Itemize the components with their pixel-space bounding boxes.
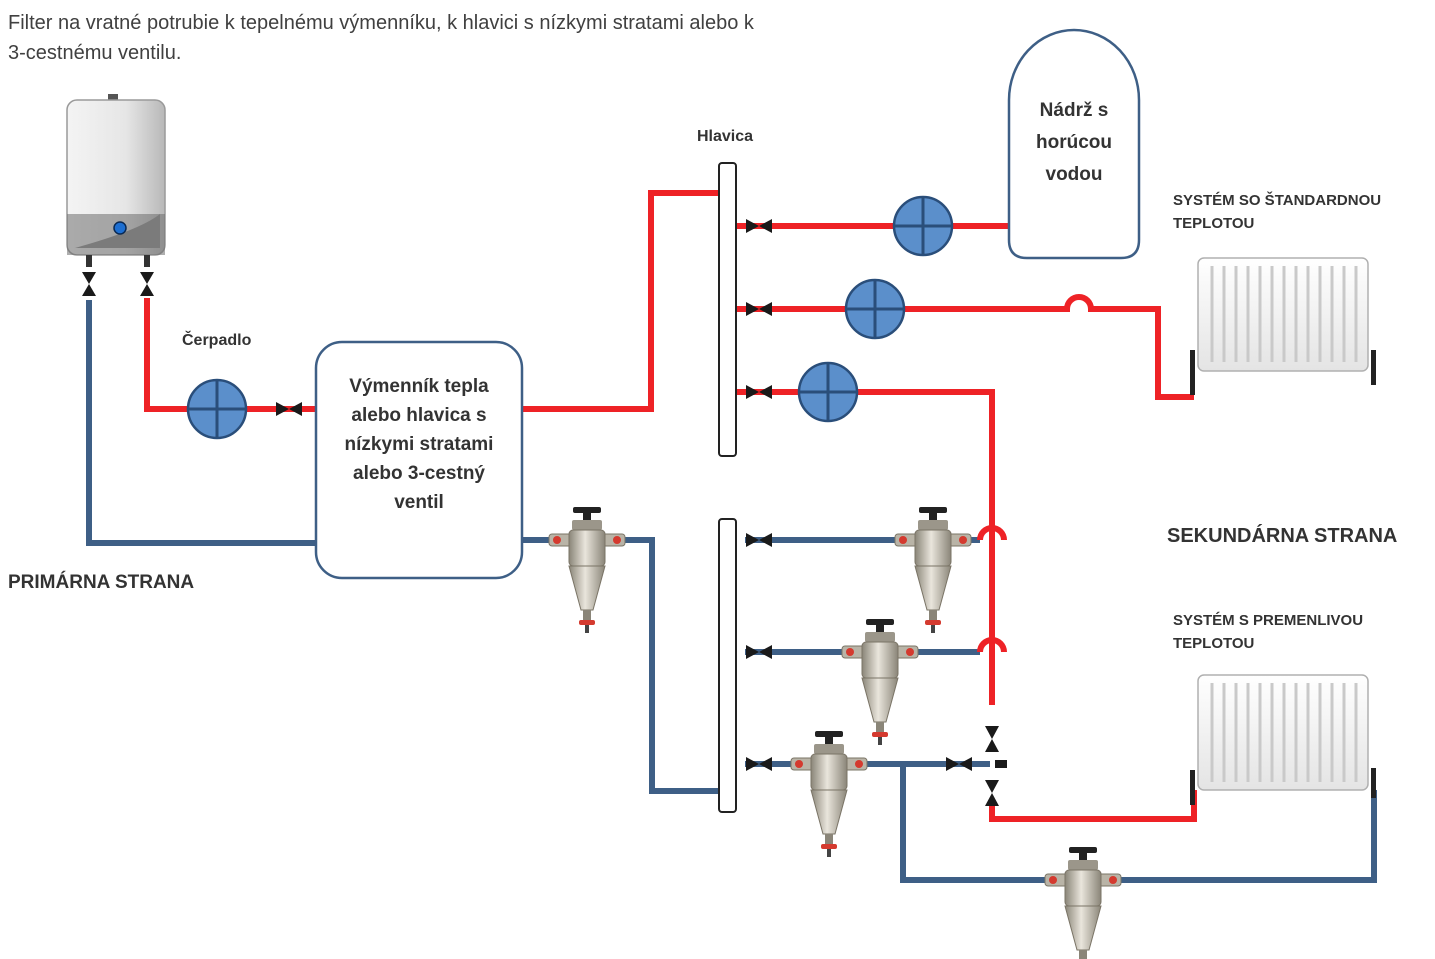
system-standard-label: SYSTÉM SO ŠTANDARDNOU TEPLOTOU (1173, 189, 1381, 235)
valve-boiler-flow (140, 272, 154, 296)
valve-boiler-return (82, 272, 96, 296)
dirt-separator-filter-5 (1044, 847, 1122, 959)
secondary-side-label: SEKUNDÁRNA STRANA (1167, 525, 1398, 547)
pump-label: Čerpadlo (182, 332, 252, 349)
valve-header-standard (746, 302, 772, 316)
system-variable-line-1: SYSTÉM S PREMENLIVOU (1173, 612, 1364, 629)
primary-flow-pipe (144, 298, 316, 412)
pump-tank (892, 195, 954, 257)
pump-primary (186, 378, 248, 440)
valve-exchanger-inlet (276, 402, 302, 416)
exchanger-line-5: ventil (394, 492, 444, 513)
valve-header-variable (746, 385, 772, 399)
hop-lower (977, 637, 1007, 653)
exchanger-line-3: nízkymi stratami (344, 434, 494, 455)
bypass-return-pipe (900, 764, 1377, 883)
tank-line-2: horúcou (1036, 132, 1112, 153)
dirt-separator-filter-2 (894, 507, 972, 633)
boiler-indicator-icon (113, 221, 127, 235)
exchanger-return-pipe (522, 537, 720, 794)
standard-system-flow-pipe (737, 294, 1194, 400)
radiator-standard (1190, 257, 1376, 395)
header-label: Hlavica (697, 128, 754, 145)
valves (82, 219, 1007, 806)
dirt-separator-filter-4 (790, 731, 868, 857)
valve-mixing-return (946, 757, 972, 771)
tank-line-3: vodou (1045, 164, 1103, 185)
intro-line-1: Filter na vratné potrubie k tepelnému vý… (8, 12, 754, 34)
valve-return-2 (746, 645, 772, 659)
valve-return-3 (746, 757, 772, 771)
pump-standard (844, 278, 906, 340)
exchanger-line-2: alebo hlavica s (351, 405, 487, 426)
primary-return-pipe (86, 300, 316, 546)
filters (548, 507, 1122, 959)
header-flow-bar (718, 162, 737, 457)
dirt-separator-filter-3 (841, 619, 919, 745)
system-standard-line-2: TEPLOTOU (1173, 215, 1255, 232)
hop-upper (977, 525, 1007, 541)
intro-line-2: 3-cestnému ventilu. (8, 42, 182, 64)
valve-return-1 (746, 533, 772, 547)
tank-label: Nádrž s horúcou vodou (1009, 95, 1139, 191)
intro-text: Filter na vratné potrubie k tepelnému vý… (8, 8, 1008, 68)
exchanger-line-1: Výmenník tepla (349, 376, 489, 397)
boiler-flue (108, 94, 118, 102)
exchanger-line-4: alebo 3-cestný (353, 463, 485, 484)
exchanger-flow-pipe (522, 190, 720, 412)
valve-header-tank (746, 219, 772, 233)
hot-water-tank (1007, 28, 1141, 260)
valve-mixing-upper (985, 726, 999, 752)
heat-exchanger-box (314, 340, 524, 580)
primary-side-label: PRIMÁRNA STRANA (8, 572, 195, 593)
radiator-variable (1190, 674, 1376, 805)
heat-exchanger-label: Výmenník tepla alebo hlavica s nízkymi s… (316, 372, 522, 517)
system-variable-label: SYSTÉM S PREMENLIVOU TEPLOTOU (1173, 609, 1363, 655)
system-variable-line-2: TEPLOTOU (1173, 635, 1255, 652)
variable-system-flow-pipe (737, 389, 1197, 822)
valve-mixing-lower (985, 780, 999, 806)
system-standard-line-1: SYSTÉM SO ŠTANDARDNOU (1173, 192, 1382, 209)
boiler (66, 94, 166, 267)
pump-variable (797, 361, 859, 423)
header-return-bar (718, 518, 737, 813)
flow-pipes (144, 190, 1197, 822)
dirt-separator-filter-1 (548, 507, 626, 633)
tank-line-1: Nádrž s (1039, 100, 1109, 121)
